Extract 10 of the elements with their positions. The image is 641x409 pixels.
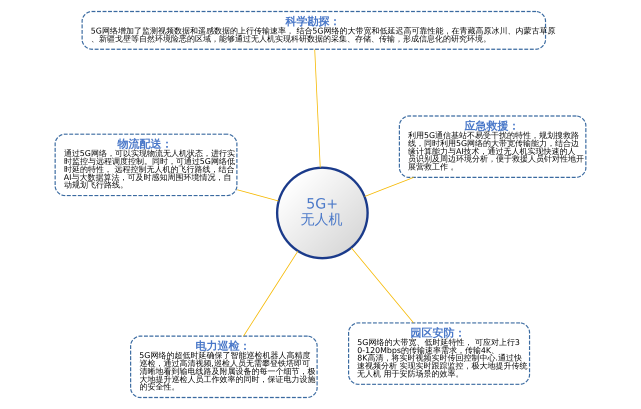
node-box: 应急救援： 利用5G通信基站不易受干扰的特性，规划搜救路线，同时利用5G网络的大带宽传输能力，结合边缘计算能力与AI技术，通过无人机实现快速的人员识别及周边环境分析，便于救援人员针对性地开展营救工作 。 <box>398 115 586 178</box>
node-circle: 5G+ 无人机 <box>276 166 369 260</box>
node-box: 物流配送： 通过5G网络，可以实现物流无人机状态，进行实时监控与远程调度控制。同时，可通过5G网络低时延的特性， 远程控制无人机的飞行路线，结合AI与大数据算法，可及时感知周围环境情况，自动规划飞行路线。 <box>54 134 238 196</box>
node-box: 电力巡检： 5G网络的超低时延确保了智能巡检机器人高精度巡检，通过高清视频,巡检人员无需攀登铁塔即可清晰地看到输电线路及附属设备的每一个细节，极大地提升巡检人员工作效率的同时，保证电力设施的安全性。 <box>130 336 318 398</box>
connector <box>364 177 414 197</box>
node-box: 园区安防： 5G网络的大带宽、低时延特性， 可应对上行30-120Mbps的传输速率需求，传输4K、8K高清，将实时视频实时传回控制中心.通过快速视频分析 实现实时跟踪监控，极大地提升传统无人机 用于安防场景的效率。 <box>348 322 530 385</box>
connector <box>236 189 279 202</box>
connector <box>314 49 321 168</box>
connector <box>351 248 414 324</box>
connector <box>243 250 298 336</box>
